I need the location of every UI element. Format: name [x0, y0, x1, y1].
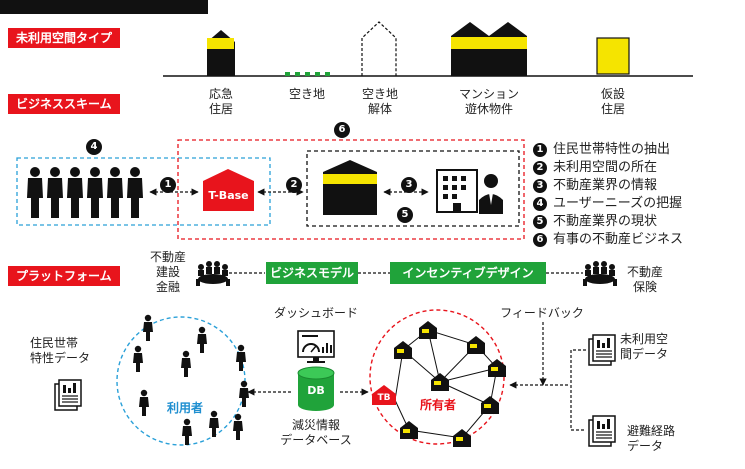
vacant-type-emergency: 応急住居 [208, 87, 233, 116]
owners-label: 所有者 [419, 398, 456, 412]
vacant-lot-icon [285, 72, 330, 76]
scheme-number-5: 5 [397, 207, 413, 223]
realestate-agent-icon [436, 169, 503, 214]
owners-house-icons [394, 321, 506, 447]
demolition-house-icon [361, 21, 397, 76]
business-model-tag: ビジネスモデル [266, 262, 358, 284]
tb-house-icon [372, 385, 396, 405]
owners-circle [369, 309, 505, 445]
evacuation-data-label: 避難経路データ [627, 424, 676, 453]
dashboard-icon [297, 330, 335, 363]
unused-space-doc-icon [588, 334, 616, 366]
users-circle [116, 316, 246, 446]
emergency-housing-icon [207, 30, 235, 76]
vacant-type-mansion: マンション遊休物件 [458, 87, 519, 116]
unused-data-label: 未利用空間データ [620, 332, 669, 361]
users-people-icons [133, 314, 249, 445]
property-building-icon [323, 160, 377, 215]
vacant-type-temporary: 仮設住居 [600, 87, 625, 116]
evacuation-route-doc-icon [588, 415, 616, 447]
left-stakeholders-label: 不動産 建設 金融 [149, 250, 186, 294]
resident-data-doc-icon [54, 379, 82, 411]
db-label: DB [307, 384, 325, 397]
scheme-number-6: 6 [334, 122, 350, 138]
right-stakeholder-meeting-icon [583, 261, 617, 286]
top-banner-bar [0, 0, 208, 14]
scheme-number-4: 4 [86, 139, 102, 155]
dashboard-label: ダッシュボード [273, 306, 358, 320]
vacant-type-lot: 空き地 [288, 87, 325, 101]
database-icon [297, 366, 335, 411]
incentive-design-tag: インセンティブデザイン [390, 262, 546, 284]
tb-label: TB [377, 393, 391, 403]
temporary-housing-icon [596, 37, 630, 75]
vacant-types-tag: 未利用空間タイプ [8, 28, 121, 48]
platform-tag: プラットフォーム [8, 266, 120, 286]
residents-group-icon [27, 167, 143, 218]
scheme-number-2: 2 [286, 177, 302, 193]
scheme-number-1: 1 [160, 177, 176, 193]
disaster-db-label: 減災情報データベース [280, 418, 352, 447]
tbase-house-icon [203, 169, 254, 211]
vacant-type-demolition: 空き地解体 [361, 87, 398, 116]
mansion-icon [451, 22, 527, 76]
users-frame [16, 157, 271, 226]
resident-data-label: 住民世帯特性データ [30, 336, 91, 365]
business-scheme-tag: ビジネススキーム [8, 94, 120, 114]
left-stakeholder-meeting-icon [196, 261, 230, 286]
realestate-frame [306, 150, 520, 227]
tbase-label: T-Base [208, 189, 249, 202]
scheme-number-3: 3 [401, 177, 417, 193]
right-stakeholders-label: 不動産 保険 [626, 265, 663, 294]
feedback-label: フィードバック [500, 306, 584, 320]
users-label: 利用者 [166, 401, 203, 415]
